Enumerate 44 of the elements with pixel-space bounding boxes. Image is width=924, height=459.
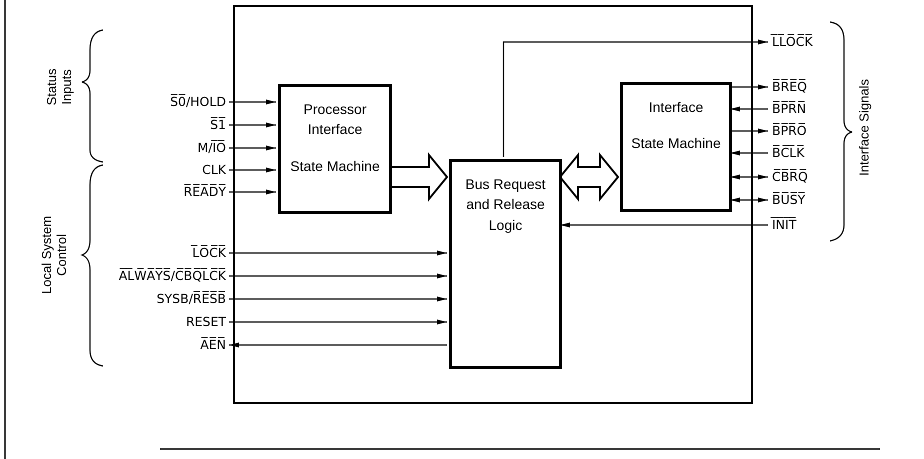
block-box: [449, 159, 562, 369]
block-label: Bus Request and Release Logic: [464, 175, 547, 235]
signal-line: [229, 274, 447, 278]
signal-line: [730, 106, 768, 112]
signal-name: RESET: [60, 313, 226, 331]
block-label: Processor Interface: [302, 100, 368, 140]
signal-line: [229, 100, 276, 104]
signal-line: [560, 222, 768, 228]
signal-name: B̅P̅R̅N̅: [772, 100, 830, 118]
chip-outline: [233, 5, 753, 404]
block-label: State Machine: [289, 156, 381, 176]
signal-name: A̅E̅N̅: [60, 336, 226, 354]
signal-line: [730, 174, 768, 180]
signal-line: [229, 250, 447, 256]
group-label: Status Inputs: [45, 68, 75, 108]
signal-line: [229, 122, 276, 128]
signal-line: [229, 296, 447, 302]
signal-name: B̅C̅L̅K̅: [772, 144, 830, 162]
block-box: [620, 82, 732, 212]
bus-arrow: [389, 152, 448, 202]
signal-line: [229, 190, 276, 194]
group-label: Interface Signals: [858, 78, 872, 178]
signal-line: [730, 84, 768, 90]
block-box: [278, 84, 392, 214]
signal-line: [229, 342, 447, 348]
signal-line: [730, 128, 768, 134]
signal-name: B̅R̅E̅Q̅: [772, 78, 830, 96]
signal-line: [229, 146, 276, 150]
signal-name: M/I̅O̅: [60, 139, 226, 157]
signal-name: C̅B̅R̅Q̅: [772, 168, 830, 186]
signal-line: [502, 40, 768, 157]
signal-name: B̅P̅R̅O̅: [772, 122, 830, 140]
signal-line: [229, 320, 447, 324]
signal-name: CLK: [60, 161, 226, 179]
signal-line: [730, 150, 768, 156]
signal-name: R̅E̅A̅D̅Y̅: [60, 183, 226, 201]
signal-line: [229, 168, 276, 172]
signal-name: S̅1̅: [60, 116, 226, 134]
signal-name: I̅N̅I̅T̅: [772, 216, 830, 234]
block-label: Interface: [648, 98, 704, 117]
signal-line: [730, 198, 768, 202]
block-label: State Machine: [630, 134, 722, 154]
signal-name: L̅L̅O̅C̅K̅: [772, 33, 830, 51]
signal-name: B̅U̅S̅Y̅: [772, 191, 830, 209]
